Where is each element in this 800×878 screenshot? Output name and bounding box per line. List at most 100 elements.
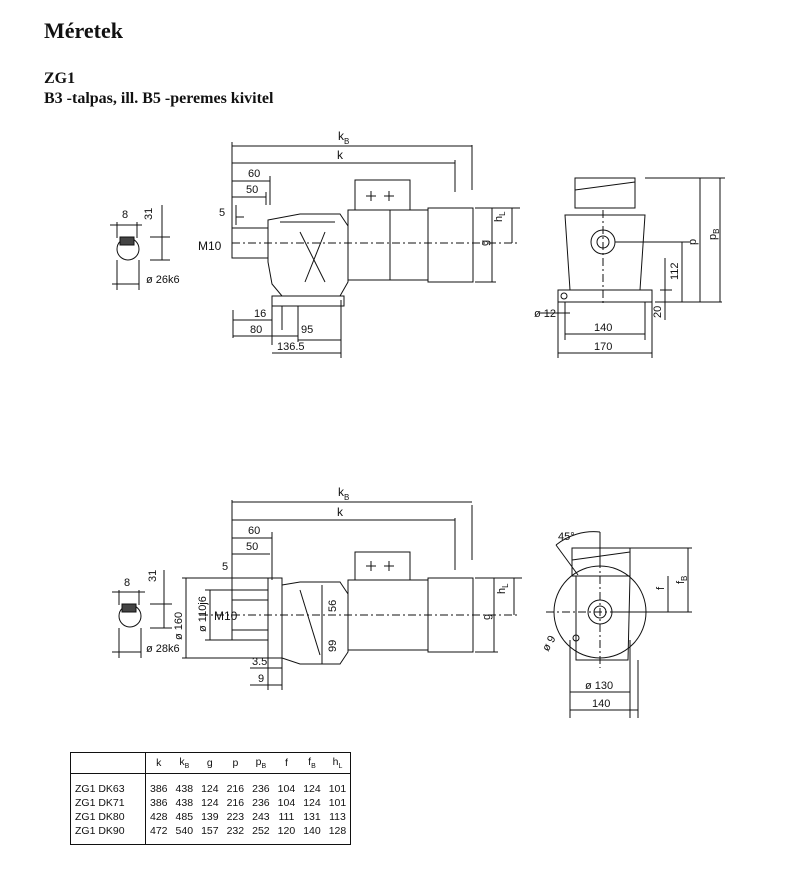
drawing-b5-end-view	[546, 531, 692, 718]
svg-text:ø 160: ø 160	[173, 612, 185, 640]
row-model: ZG1 DK71	[70, 796, 146, 810]
svg-text:kB: kB	[338, 485, 349, 502]
table-cell: 140	[303, 825, 321, 837]
col-header-k: k	[145, 752, 172, 774]
page-title: Méretek	[44, 18, 123, 43]
svg-text:p: p	[687, 239, 699, 245]
svg-text:hL: hL	[493, 211, 507, 222]
svg-text:45°: 45°	[558, 531, 575, 543]
table-cell: 124	[201, 783, 219, 795]
svg-text:M10: M10	[198, 239, 222, 253]
table-cell: 104	[277, 797, 296, 809]
svg-text:3.5: 3.5	[252, 656, 267, 668]
drawing-b5-side-view	[182, 500, 522, 690]
col-header-g: g	[197, 752, 223, 774]
svg-text:60: 60	[248, 168, 260, 180]
col-header-pb: pB	[248, 752, 274, 774]
table-cell: 128	[328, 825, 347, 837]
dimension-labels-top: kB k 60 50 5 8 31 M10 ø 26k6 16 80 95 13…	[122, 129, 721, 353]
table-cell: 485	[175, 811, 194, 823]
table-cell: 101	[328, 783, 347, 795]
table-cell: 157	[201, 825, 219, 837]
table-cell: 111	[278, 811, 295, 823]
svg-text:9: 9	[258, 673, 264, 685]
svg-text:f: f	[655, 586, 667, 590]
svg-text:ø 28k6: ø 28k6	[146, 643, 180, 655]
svg-text:M10: M10	[214, 609, 238, 623]
table-cell: 236	[252, 783, 270, 795]
svg-text:56: 56	[327, 600, 339, 612]
svg-text:20: 20	[652, 306, 664, 318]
svg-text:99: 99	[327, 640, 339, 652]
table-cell: 124	[303, 797, 321, 809]
col-header-f: f	[273, 752, 300, 774]
table-cell: 216	[226, 797, 245, 809]
dimension-labels-bottom: kB k 60 50 5 8 31 ø 160 ø 110j6 M10 56 9…	[124, 485, 689, 710]
table-row: ZG1 DK71 386 438 124 216 236 104 124 101	[70, 796, 351, 810]
svg-text:140: 140	[594, 322, 612, 334]
table-cell: 428	[150, 811, 168, 823]
svg-text:8: 8	[124, 577, 130, 589]
svg-text:8: 8	[122, 209, 128, 221]
svg-text:hL: hL	[496, 583, 510, 594]
table-cell: 124	[201, 797, 219, 809]
table-cell: 252	[252, 825, 270, 837]
svg-text:5: 5	[219, 207, 225, 219]
table-cell: 104	[277, 783, 296, 795]
drawing-b3-end-view	[540, 177, 725, 358]
col-header-hl: hL	[324, 752, 351, 774]
svg-text:50: 50	[246, 541, 258, 553]
table-cell: 236	[252, 797, 270, 809]
table-cell: 438	[175, 783, 194, 795]
row-model: ZG1 DK63	[70, 773, 146, 796]
svg-text:140: 140	[592, 698, 610, 710]
svg-text:16: 16	[254, 308, 266, 320]
table-cell: 386	[150, 783, 168, 795]
table-cell: 243	[252, 811, 270, 823]
mounting-subtitle: B3 -talpas, ill. B5 -peremes kivitel	[44, 90, 274, 107]
svg-text:k: k	[337, 148, 344, 162]
svg-text:60: 60	[248, 525, 260, 537]
svg-text:ø 9: ø 9	[540, 634, 558, 654]
table-cell: 131	[303, 811, 321, 823]
table-cell: 120	[277, 825, 296, 837]
table-cell: 472	[150, 825, 168, 837]
svg-text:g: g	[479, 240, 491, 246]
svg-text:pB: pB	[707, 229, 721, 240]
table-row: ZG1 DK80 428 485 139 223 243 111 131 113	[70, 810, 351, 824]
svg-text:31: 31	[147, 570, 159, 582]
svg-text:112: 112	[669, 262, 681, 280]
table-cell: 139	[201, 811, 219, 823]
table-row: ZG1 DK90 472 540 157 232 252 120 140 128	[70, 824, 351, 845]
table-cell: 232	[226, 825, 245, 837]
svg-text:50: 50	[246, 184, 258, 196]
drawing-b3-side-view	[231, 142, 520, 358]
svg-text:170: 170	[594, 341, 612, 353]
drawing-b3-shaft-section	[110, 205, 170, 290]
svg-text:ø 12: ø 12	[534, 308, 556, 320]
svg-text:5: 5	[222, 561, 228, 573]
table-header-row: k kB g p pB f fB hL	[70, 752, 351, 774]
table-cell: 101	[328, 797, 347, 809]
svg-text:kB: kB	[338, 129, 349, 146]
model-subtitle: ZG1	[44, 70, 76, 87]
dimensions-table: k kB g p pB f fB hL ZG1 DK63 386 438 124…	[70, 752, 352, 845]
svg-text:g: g	[481, 614, 493, 620]
row-model: ZG1 DK80	[70, 810, 146, 824]
row-model: ZG1 DK90	[70, 824, 146, 845]
table-cell: 124	[303, 783, 321, 795]
table-cell: 223	[226, 811, 245, 823]
svg-text:ø 110j6: ø 110j6	[197, 596, 209, 632]
col-header-fb: fB	[299, 752, 325, 774]
table-cell: 540	[175, 825, 194, 837]
table-cell: 113	[329, 811, 346, 823]
svg-text:ø 130: ø 130	[585, 680, 613, 692]
table-corner-cell	[70, 752, 146, 774]
col-header-kb: kB	[171, 752, 198, 774]
table-cell: 386	[150, 797, 168, 809]
col-header-p: p	[222, 752, 249, 774]
table-cell: 438	[175, 797, 194, 809]
svg-text:fB: fB	[675, 576, 689, 584]
svg-text:136.5: 136.5	[277, 341, 305, 353]
